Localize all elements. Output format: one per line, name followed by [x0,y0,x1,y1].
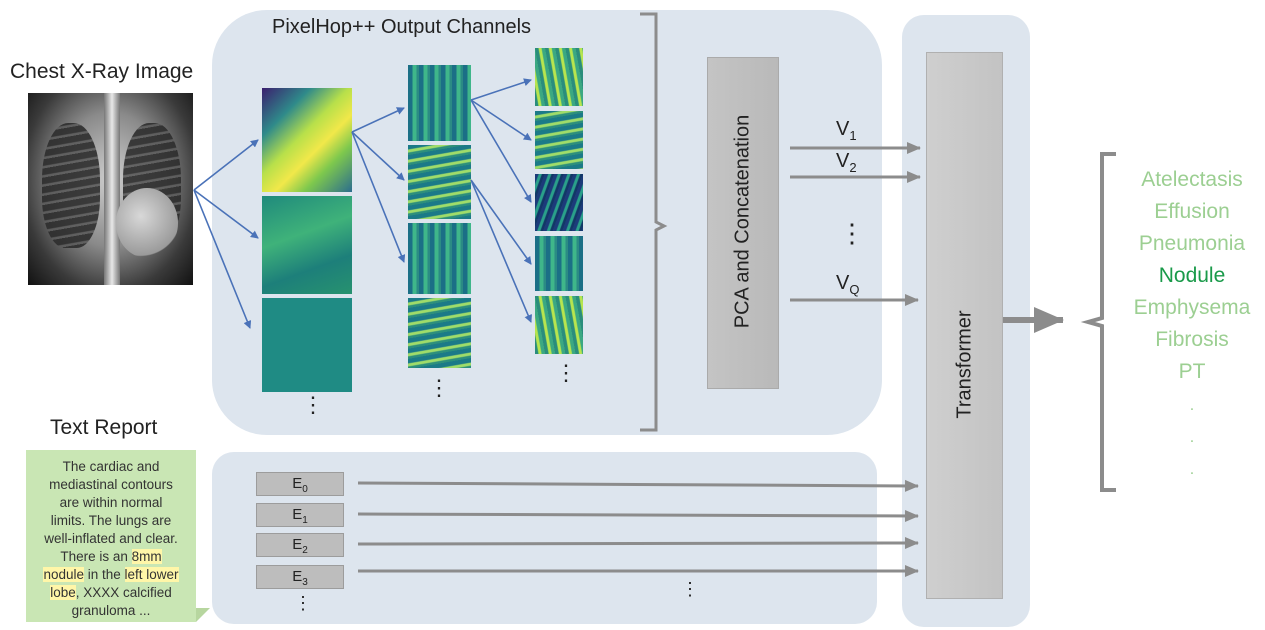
output-dot: . [1189,429,1195,446]
e0-arrow [357,479,919,492]
vector-label-v2: V2 [836,150,857,175]
channel-tile [535,48,583,106]
output-label-emphysema: Emphysema [1133,296,1251,319]
output-label-atelectasis: Atelectasis [1141,168,1243,191]
report-line: lobe, XXXX calcified [50,585,172,600]
channel-tile [262,88,352,192]
channel-tile [408,223,471,294]
bracket-right [640,12,668,432]
output-label-pneumonia: Pneumonia [1138,232,1246,255]
output-dot: . [1189,461,1195,478]
output-dot: . [1189,397,1195,414]
output-label-pt: PT [1178,360,1206,383]
embedding-e3: E3 [256,565,344,589]
pixelhop-title: PixelHop++ Output Channels [272,16,532,38]
text-report-title: Text Report [50,416,158,439]
vector-label-v1: V1 [836,118,857,143]
pca-concatenation-box: PCA and Concatenation [707,57,779,389]
transformer-box: Transformer [926,52,1003,599]
report-line: limits. The lungs are [50,513,172,528]
channel-tile [408,65,471,141]
bracket-left [1080,152,1116,492]
text-report-body: The cardiac and mediastinal contours are… [26,458,196,620]
output-label-fibrosis: Fibrosis [1155,328,1229,351]
output-label-effusion: Effusion [1154,200,1230,223]
channel-tile [408,145,471,219]
report-line: nodule in the left lower [43,567,179,582]
blue-arrow [470,78,532,101]
channel-tile [535,236,583,291]
channel-tile [262,196,352,294]
blue-arrow [351,131,406,263]
e2-arrow [357,537,919,550]
chest-xray-title: Chest X-Ray Image [10,60,194,83]
e1-arrow [357,509,919,522]
blue-arrow [470,179,532,265]
blue-arrow [193,139,259,191]
report-line: There is an 8mm [60,549,162,564]
report-line: granuloma ... [71,603,151,618]
report-line: The cardiac and [62,459,160,474]
highlight-lobe: lobe [50,585,76,600]
highlight-nodule: nodule [43,567,84,582]
chest-xray-image [28,93,193,285]
blue-arrow [470,99,532,141]
channel-tile [535,111,583,169]
channel-tile [535,296,583,354]
channel-tile [262,298,352,392]
blue-arrow [470,179,532,323]
highlight-8mm: 8mm [131,549,162,564]
channel-tile [535,174,583,231]
vector-label-vq: VQ [836,272,860,297]
blue-arrow [193,189,252,329]
blue-arrow [470,99,532,203]
report-line: are within normal [59,495,163,510]
report-line: well-inflated and clear. [44,531,178,546]
blue-arrow [351,131,405,181]
blue-arrow [193,189,259,239]
highlight-left-lower: left lower [124,567,179,582]
embedding-e2: E2 [256,533,344,557]
blue-arrow [351,107,405,133]
report-line: mediastinal contours [49,477,173,492]
note-fold-icon [196,608,210,622]
embedding-e1: E1 [256,503,344,527]
embedding-e0: E0 [256,472,344,496]
channel-tile [408,298,471,368]
output-label-nodule: Nodule [1158,264,1226,287]
